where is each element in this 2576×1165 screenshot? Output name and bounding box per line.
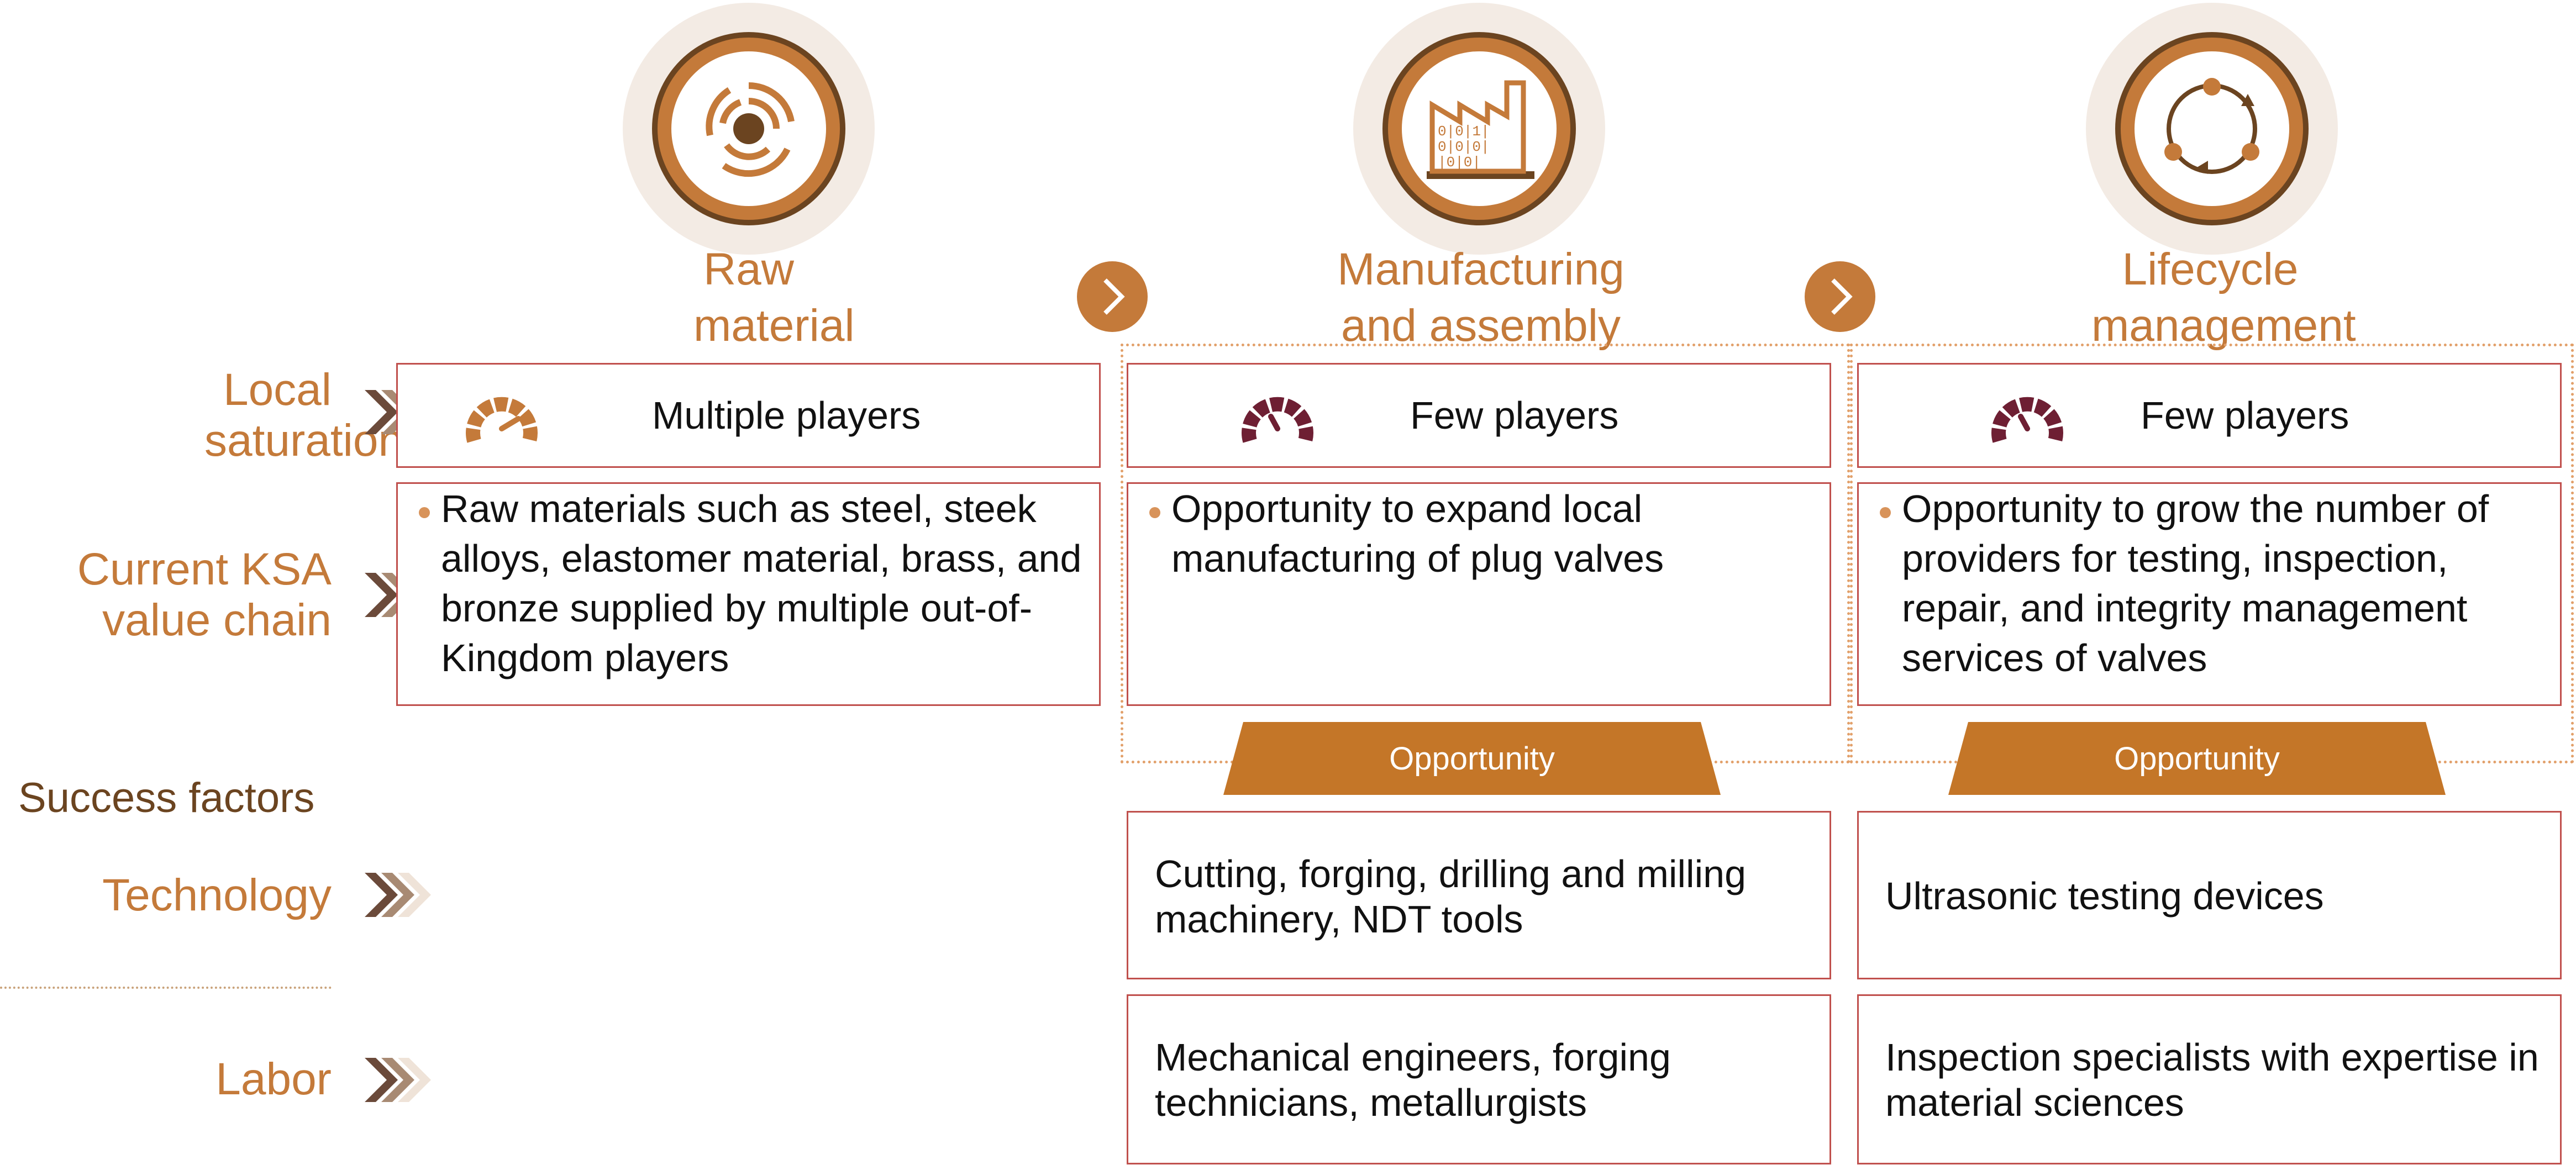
gauge-low-icon — [1991, 397, 2063, 443]
opportunity-tab-lifecycle: Opportunity — [1948, 722, 2446, 795]
column-title-lifecycle: Lifecycle management — [2091, 244, 2356, 351]
saturation-label: Few players — [2141, 394, 2349, 437]
value-chain-text: Opportunity to grow the number of provid… — [1902, 487, 2489, 679]
value-chain-text: Opportunity to expand local manufacturin… — [1171, 487, 1664, 580]
row-label-local-saturation: Local saturation — [204, 365, 404, 466]
row-label-value-chain: Current KSA value chain — [77, 544, 332, 645]
svg-text:0|0|0|: 0|0|0| — [1438, 139, 1490, 155]
value-chain-text: Raw materials such as steel, steek alloy… — [441, 487, 1082, 679]
value-chain-box-raw-material: Raw materials such as steel, steek alloy… — [396, 482, 1101, 706]
saturation-box-raw-material: Multiple players — [396, 363, 1101, 468]
technology-text: Cutting, forging, drilling and milling m… — [1155, 852, 1746, 941]
bullet-dot — [1880, 507, 1891, 518]
lifecycle-cycle-icon — [2164, 78, 2259, 174]
technology-text: Ultrasonic testing devices — [1885, 874, 2324, 918]
labor-text: Inspection specialists with expertise in… — [1885, 1036, 2539, 1124]
column-title-manufacturing: Manufacturing and assembly — [1337, 244, 1625, 351]
value-chain-box-manufacturing: Opportunity to expand local manufacturin… — [1127, 482, 1831, 706]
saturation-box-lifecycle: Few players — [1857, 363, 2562, 468]
saturation-box-manufacturing: Few players — [1127, 363, 1831, 468]
row-chevrons-labor — [365, 1058, 431, 1102]
saturation-label: Multiple players — [652, 394, 921, 437]
technology-box-lifecycle: Ultrasonic testing devices — [1857, 811, 2562, 979]
row-label-success-factors: Success factors — [18, 774, 315, 821]
column-title-raw-material: Raw material — [693, 244, 855, 351]
row-chevrons-technology — [365, 873, 431, 917]
opportunity-label: Opportunity — [1389, 741, 1555, 777]
row-label-technology: Technology — [102, 870, 332, 920]
next-step-arrow-1 — [1077, 261, 1148, 332]
raw-material-icon — [706, 82, 795, 177]
lifecycle-circle — [2086, 3, 2338, 255]
bullet-dot — [419, 507, 430, 518]
row-separator — [0, 987, 332, 989]
technology-box-manufacturing: Cutting, forging, drilling and milling m… — [1127, 811, 1831, 979]
gauge-high-icon — [466, 397, 538, 443]
labor-box-manufacturing: Mechanical engineers, forging technician… — [1127, 994, 1831, 1164]
raw-material-circle — [623, 3, 875, 255]
labor-box-lifecycle: Inspection specialists with expertise in… — [1857, 994, 2562, 1164]
svg-text:|0|0|: |0|0| — [1438, 154, 1481, 171]
svg-text:0|0|1|: 0|0|1| — [1438, 123, 1490, 140]
factory-icon: 0|0|1| 0|0|0| |0|0| — [1427, 80, 1534, 179]
gauge-low-icon — [1242, 397, 1313, 443]
value-chain-box-lifecycle: Opportunity to grow the number of provid… — [1857, 482, 2562, 706]
opportunity-label: Opportunity — [2114, 741, 2280, 777]
saturation-label: Few players — [1410, 394, 1619, 437]
row-label-labor: Labor — [215, 1054, 332, 1104]
opportunity-tab-manufacturing: Opportunity — [1223, 722, 1721, 795]
next-step-arrow-2 — [1805, 261, 1875, 332]
labor-text: Mechanical engineers, forging technician… — [1155, 1036, 1671, 1124]
bullet-dot — [1149, 507, 1160, 518]
manufacturing-circle: 0|0|1| 0|0|0| |0|0| — [1353, 3, 1605, 255]
